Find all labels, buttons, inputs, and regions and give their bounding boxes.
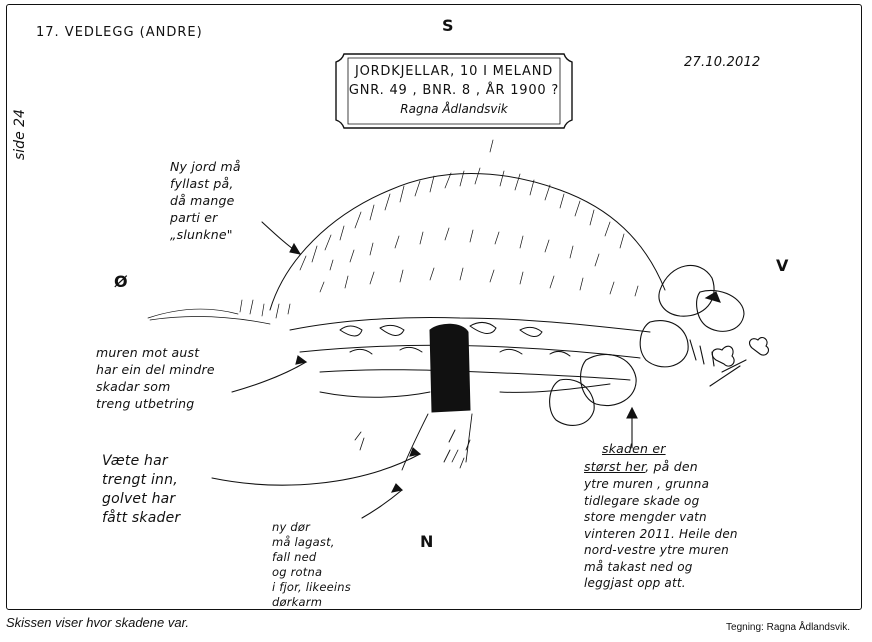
compass-north: N bbox=[420, 532, 434, 551]
compass-south: S bbox=[442, 16, 454, 35]
arrow-door bbox=[361, 489, 403, 519]
compass-east: Ø bbox=[114, 272, 128, 291]
sketch-frame bbox=[6, 4, 862, 610]
note-moisture: Væte har trengt inn, golvet har fått ska… bbox=[102, 453, 181, 526]
note-damage-body: ytre muren , grunna tidlegare skade og s… bbox=[584, 477, 738, 590]
mound-outline bbox=[269, 173, 666, 311]
note-door: ny dør må lagast, fall ned og rotna i fj… bbox=[272, 520, 351, 609]
title-line-2: GNR. 49 , BNR. 8 , ÅR 1900 ? bbox=[348, 83, 560, 98]
boulders bbox=[549, 264, 769, 426]
attachment-label: 17. VEDLEGG (ANDRE) bbox=[36, 25, 203, 40]
arrow-wall-east bbox=[231, 361, 307, 393]
door-opening bbox=[429, 323, 471, 413]
title-box: JORDKJELLAR, 10 I MELAND GNR. 49 , BNR. … bbox=[334, 46, 574, 136]
stone-wall bbox=[289, 317, 651, 398]
figure-caption: Skissen viser hvor skadene var. bbox=[6, 615, 190, 630]
title-line-3: Ragna Ådlandsvik bbox=[400, 102, 508, 116]
damage-heading-rest: , på den bbox=[645, 459, 698, 474]
title-line-1: JORDKJELLAR, 10 I MELAND bbox=[354, 64, 554, 79]
note-soil: Ny jord må fyllast på, då mange parti er… bbox=[170, 159, 241, 242]
page-side-label: side 24 bbox=[12, 109, 28, 160]
compass-west: V bbox=[776, 256, 789, 275]
scroll-border bbox=[335, 53, 573, 129]
annotation-arrows bbox=[211, 221, 638, 519]
arrow-moisture bbox=[211, 453, 421, 486]
mound-grass bbox=[147, 139, 639, 325]
date-label: 27.10.2012 bbox=[684, 55, 761, 70]
figure-credit: Tegning: Ragna Ådlandsvik. bbox=[726, 622, 850, 633]
note-wall-east: muren mot aust har ein del mindre skadar… bbox=[96, 345, 215, 411]
damage-heading-1: skaden er bbox=[602, 441, 666, 456]
note-damage-heading: skaden er bbox=[602, 440, 666, 457]
ground-path bbox=[401, 413, 473, 471]
note-damage-line2: størst her, på den bbox=[584, 458, 698, 475]
damage-heading-2: størst her bbox=[584, 459, 646, 474]
